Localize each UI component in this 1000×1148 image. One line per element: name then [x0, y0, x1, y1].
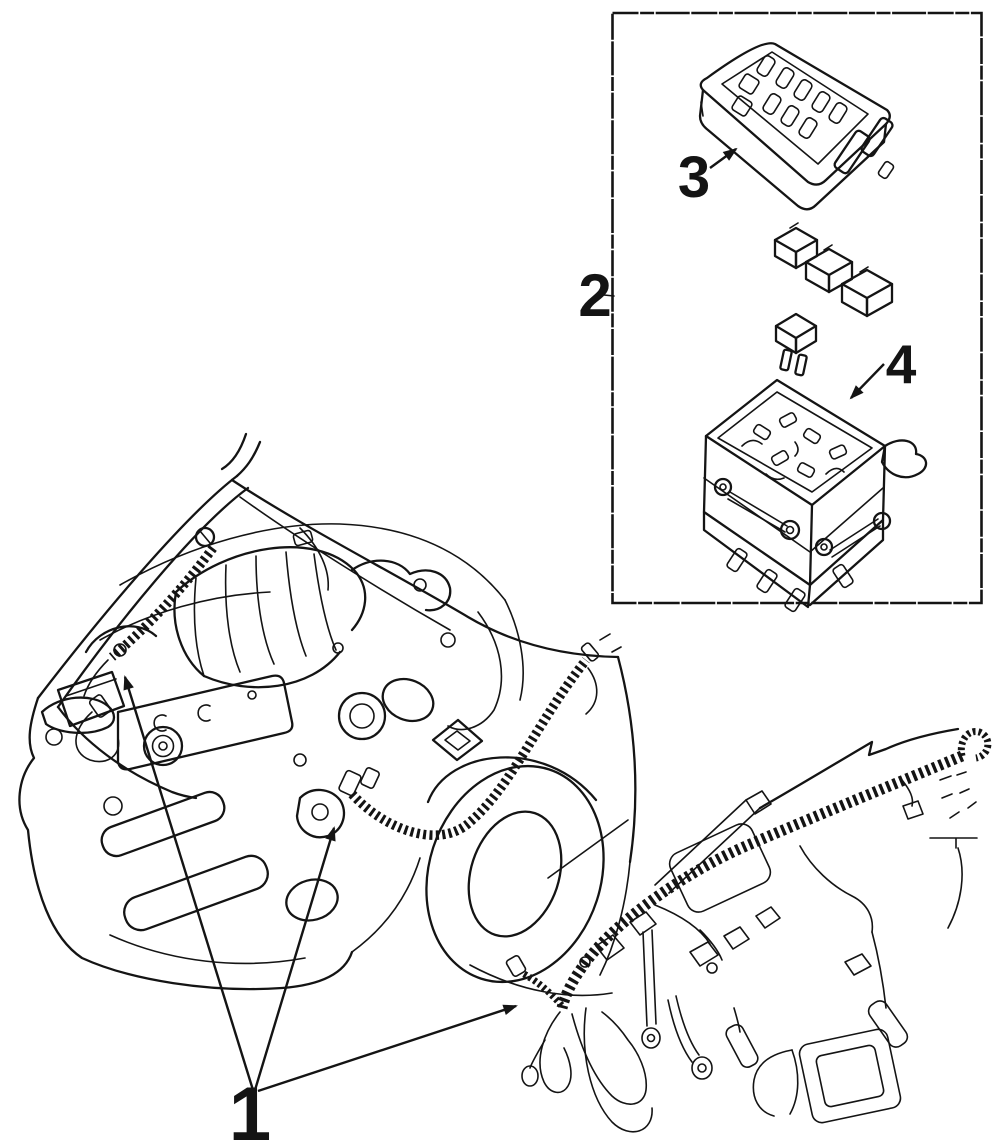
callout-4-arrow [849, 363, 885, 400]
single-relay-illustration [774, 312, 818, 377]
harness-end-curl [957, 728, 992, 762]
fuse-box-illustration [698, 42, 895, 211]
mounting-bolt [713, 477, 801, 541]
pulley [337, 691, 387, 741]
callout-1-label: 1 [229, 1072, 271, 1148]
front-bumper [18, 696, 421, 991]
valve-cover [116, 674, 294, 771]
vehicle-front-illustration [18, 432, 637, 997]
fuse-relay-block-illustration [702, 378, 928, 613]
callout-1-arrow-a [123, 675, 255, 1091]
callout-4-label: 4 [886, 333, 917, 395]
callout-3-label: 3 [678, 145, 710, 210]
fuse-box-clip [833, 129, 871, 175]
engine-harness-left [75, 526, 217, 763]
callout-3-arrow [709, 147, 738, 169]
engine-bay [56, 523, 524, 771]
callout-2-tick [603, 294, 615, 297]
battery [56, 670, 126, 728]
pulley [142, 725, 184, 767]
harness-trunk [556, 750, 965, 1010]
callout-2-label: 2 [578, 262, 611, 329]
callouts: 1 2 3 4 [123, 145, 917, 1148]
instrument-panel-harness-illustration [505, 727, 992, 1133]
relay-cluster-illustration [773, 222, 894, 377]
side-bracket [880, 439, 928, 479]
fuse-relay-inset-panel [603, 11, 983, 613]
inset-border [611, 11, 983, 605]
engine-harness-lower [295, 633, 622, 840]
front-wheel [425, 756, 605, 984]
callout-1-arrow-b [253, 826, 336, 1091]
fog-lamp [285, 878, 339, 922]
fuse-box-clip [860, 116, 894, 158]
mounting-bolt [814, 511, 892, 558]
callout-1-arrow-c [257, 1004, 518, 1093]
